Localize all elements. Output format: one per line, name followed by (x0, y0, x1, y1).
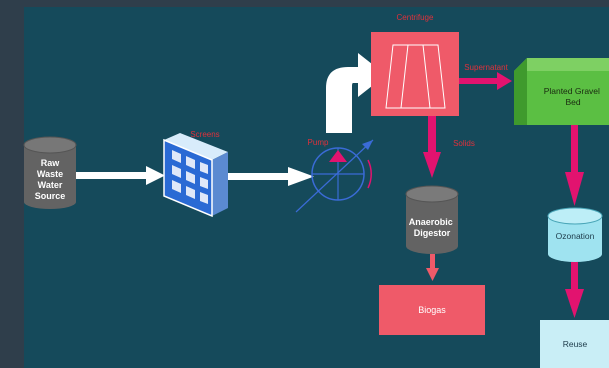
anaerobic-digestor-node[interactable]: Anaerobic Digestor (405, 185, 459, 254)
centrifuge-label: Centrifuge (397, 13, 434, 22)
anaerobic-digestor-label: Anaerobic Digestor (409, 217, 456, 238)
pump-symbol-icon[interactable] (295, 139, 374, 213)
planted-gravel-bed-node[interactable]: Planted Gravel Bed (514, 58, 609, 125)
centrifuge-funnel-icon (385, 44, 446, 109)
arrow-digestor-to-biogas (426, 254, 439, 281)
planted-gravel-bed-label: Planted Gravel Bed (544, 86, 603, 107)
supernatant-label: Supernatant (464, 63, 508, 72)
reuse-node[interactable]: Reuse (540, 320, 609, 368)
grid-screen-icon[interactable] (163, 133, 228, 218)
biogas-label: Biogas (418, 305, 446, 315)
arrow-ozonation-to-reuse (565, 262, 584, 318)
screens-label: Screens (190, 130, 219, 139)
arrow-solids (423, 116, 441, 178)
biogas-node[interactable]: Biogas (379, 285, 485, 335)
centrifuge-node[interactable] (371, 32, 459, 116)
pump-label: Pump (308, 138, 329, 147)
arrow-supernatant (459, 72, 512, 90)
reuse-label: Reuse (563, 339, 588, 349)
ozonation-label: Ozonation (556, 231, 595, 241)
arrow-gravel-to-ozonation (565, 125, 584, 206)
solids-label: Solids (453, 139, 475, 148)
ozonation-node[interactable]: Ozonation (547, 207, 603, 262)
arrow-screens-to-pump (228, 167, 314, 186)
arrow-raw-to-screens (76, 166, 165, 185)
